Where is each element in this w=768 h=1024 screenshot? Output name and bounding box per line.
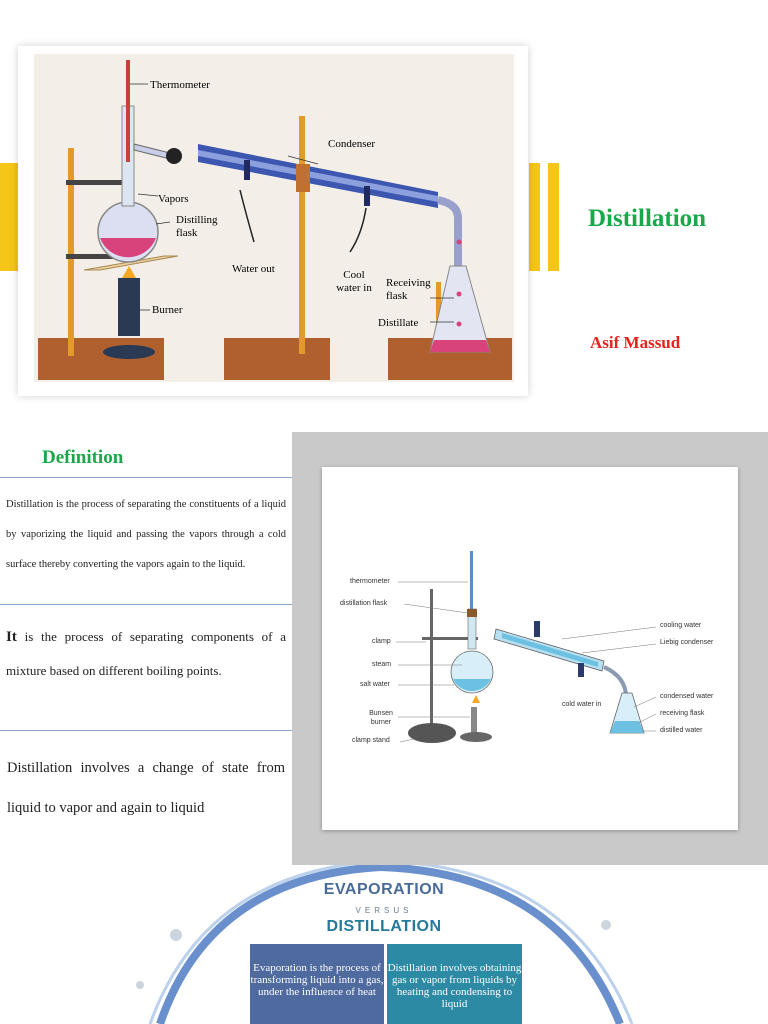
label-receiving-flask: Receiving flask bbox=[386, 277, 431, 302]
evaporation-title: EVAPORATION bbox=[323, 881, 445, 898]
distillation-definition-box: Distillation involves obtaining gas or v… bbox=[387, 944, 522, 1024]
label-distillate: Distillate bbox=[378, 317, 419, 329]
label-bunsen-burner: Bunsen burner bbox=[369, 710, 393, 726]
label-distilling-flask: Distilling flask bbox=[176, 214, 218, 239]
label-vapors: Vapors bbox=[158, 193, 189, 205]
label-condenser: Condenser bbox=[328, 138, 376, 150]
label-distillation-flask: distillation flask bbox=[340, 600, 388, 607]
label-distilled-water: distilled water bbox=[660, 727, 703, 734]
distillation-title: DISTILLATION bbox=[326, 918, 442, 935]
slide-title: Distillation bbox=[588, 205, 707, 232]
accent-bar-right-2 bbox=[548, 163, 559, 271]
label-condensed-water: condensed water bbox=[660, 693, 714, 700]
author-name: Asif Massud bbox=[590, 333, 681, 352]
label-burner: Burner bbox=[152, 304, 183, 316]
definition-heading: Definition bbox=[42, 447, 124, 468]
label-cooling-water: cooling water bbox=[660, 622, 702, 629]
paragraph-2-body: is the process of separating components … bbox=[6, 629, 286, 678]
liebig-apparatus-diagram: thermometer distillation flask clamp ste… bbox=[322, 467, 738, 830]
paragraph-lead-word: It bbox=[6, 629, 17, 645]
definition-paragraph-3: Distillation involves a change of state … bbox=[7, 760, 285, 816]
label-thermometer-2: thermometer bbox=[350, 578, 390, 585]
label-cold-water-in: cold water in bbox=[562, 701, 602, 708]
label-receiving-flask-2: receiving flask bbox=[660, 710, 705, 717]
label-cool-water-in: Cool water in bbox=[336, 269, 372, 294]
label-clamp: clamp bbox=[372, 638, 391, 645]
label-salt-water: salt water bbox=[360, 681, 390, 688]
versus-label: VERSUS bbox=[355, 906, 413, 915]
accent-bar-left bbox=[0, 163, 18, 271]
evaporation-definition-box: Evaporation is the process of transformi… bbox=[250, 944, 384, 1024]
label-thermometer: Thermometer bbox=[150, 79, 210, 91]
label-liebig-condenser: Liebig condenser bbox=[660, 639, 714, 646]
label-water-out: Water out bbox=[232, 263, 275, 275]
definition-paragraph-2: It is the process of separating componen… bbox=[6, 620, 286, 688]
divider-1 bbox=[0, 477, 292, 478]
comparison-slide bbox=[0, 865, 768, 1024]
label-steam: steam bbox=[372, 661, 392, 668]
definition-paragraph-1: Distillation is the process of separatin… bbox=[6, 499, 286, 570]
accent-bar-right-1 bbox=[529, 163, 540, 271]
divider-3 bbox=[0, 730, 292, 731]
distillation-apparatus-photo: Thermometer Condenser Vapors Distilling … bbox=[18, 46, 528, 396]
label-clamp-stand: clamp stand bbox=[352, 737, 390, 744]
divider-2 bbox=[0, 604, 292, 605]
